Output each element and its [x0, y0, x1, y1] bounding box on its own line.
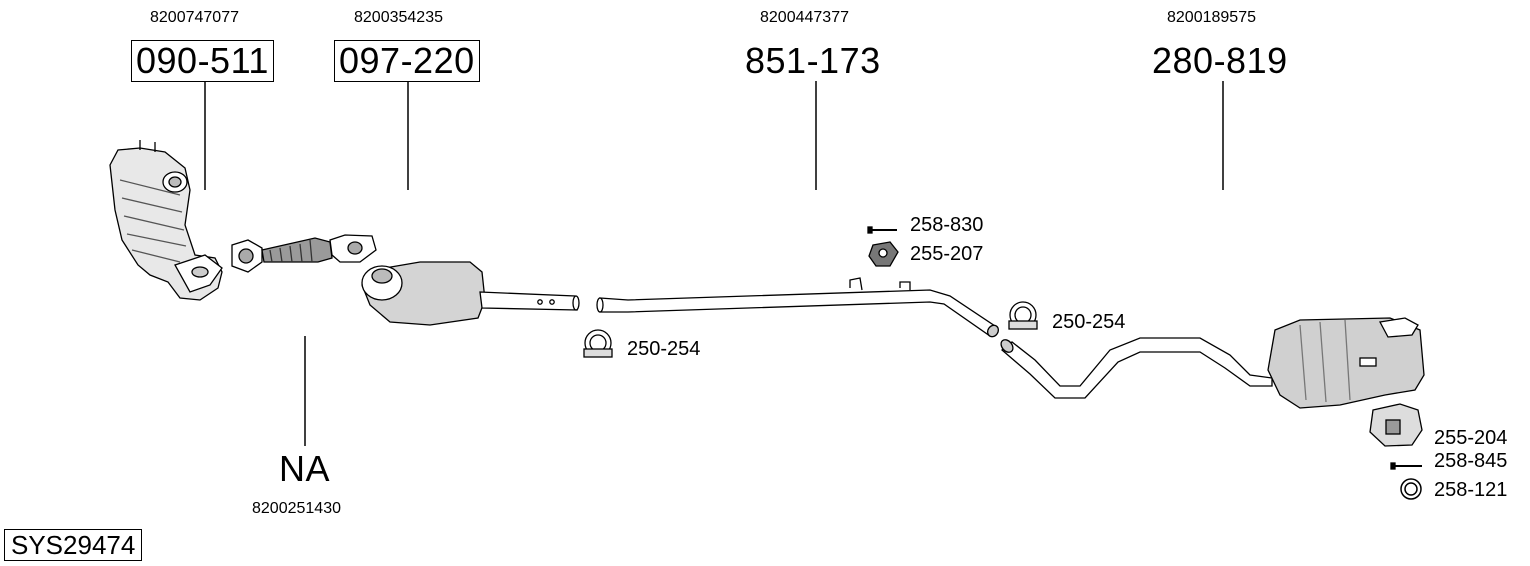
rear-silencer-icon[interactable]: [999, 317, 1425, 409]
part-label-rubber-mount[interactable]: 255-207: [910, 243, 984, 265]
part-label-clamp-rear[interactable]: 250-254: [1052, 311, 1126, 333]
part-number-rear-silencer[interactable]: 280-819: [1152, 40, 1288, 81]
bolt-middle-icon[interactable]: [867, 226, 897, 234]
front-catalyst-icon[interactable]: [361, 261, 580, 326]
not-available-label: NA: [279, 448, 331, 489]
part-number-catalyst-manifold[interactable]: 090-511: [131, 40, 274, 82]
ring-rear-icon[interactable]: [1400, 478, 1422, 500]
part-label-clamp-front[interactable]: 250-254: [627, 338, 701, 360]
oem-number-front-catalyst: 8200354235: [354, 9, 443, 26]
bolt-rear-icon[interactable]: [1390, 462, 1422, 470]
clamp-front-icon[interactable]: [583, 329, 613, 358]
part-label-bolt-middle[interactable]: 258-830: [910, 214, 984, 236]
bracket-rear-icon[interactable]: [1369, 403, 1423, 447]
flex-pipe-icon[interactable]: [231, 234, 377, 273]
oem-number-rear-silencer: 8200189575: [1167, 9, 1256, 26]
part-label-bolt-rear[interactable]: 258-845: [1434, 450, 1508, 472]
catalyst-manifold-icon[interactable]: [109, 140, 223, 301]
oem-number-not-available: 8200251430: [252, 500, 341, 517]
oem-number-middle-pipe: 8200447377: [760, 9, 849, 26]
oem-number-catalyst-manifold: 8200747077: [150, 9, 239, 26]
part-number-front-catalyst[interactable]: 097-220: [334, 40, 480, 82]
leader-lines: [204, 81, 1224, 446]
rubber-mount-icon[interactable]: [868, 241, 899, 267]
part-label-ring-rear[interactable]: 258-121: [1434, 479, 1508, 501]
part-label-bracket-rear[interactable]: 255-204: [1434, 427, 1508, 449]
clamp-rear-icon[interactable]: [1008, 301, 1038, 330]
part-number-middle-pipe[interactable]: 851-173: [745, 40, 881, 81]
system-code: SYS29474: [4, 529, 143, 561]
middle-pipe-icon[interactable]: [596, 277, 1001, 339]
